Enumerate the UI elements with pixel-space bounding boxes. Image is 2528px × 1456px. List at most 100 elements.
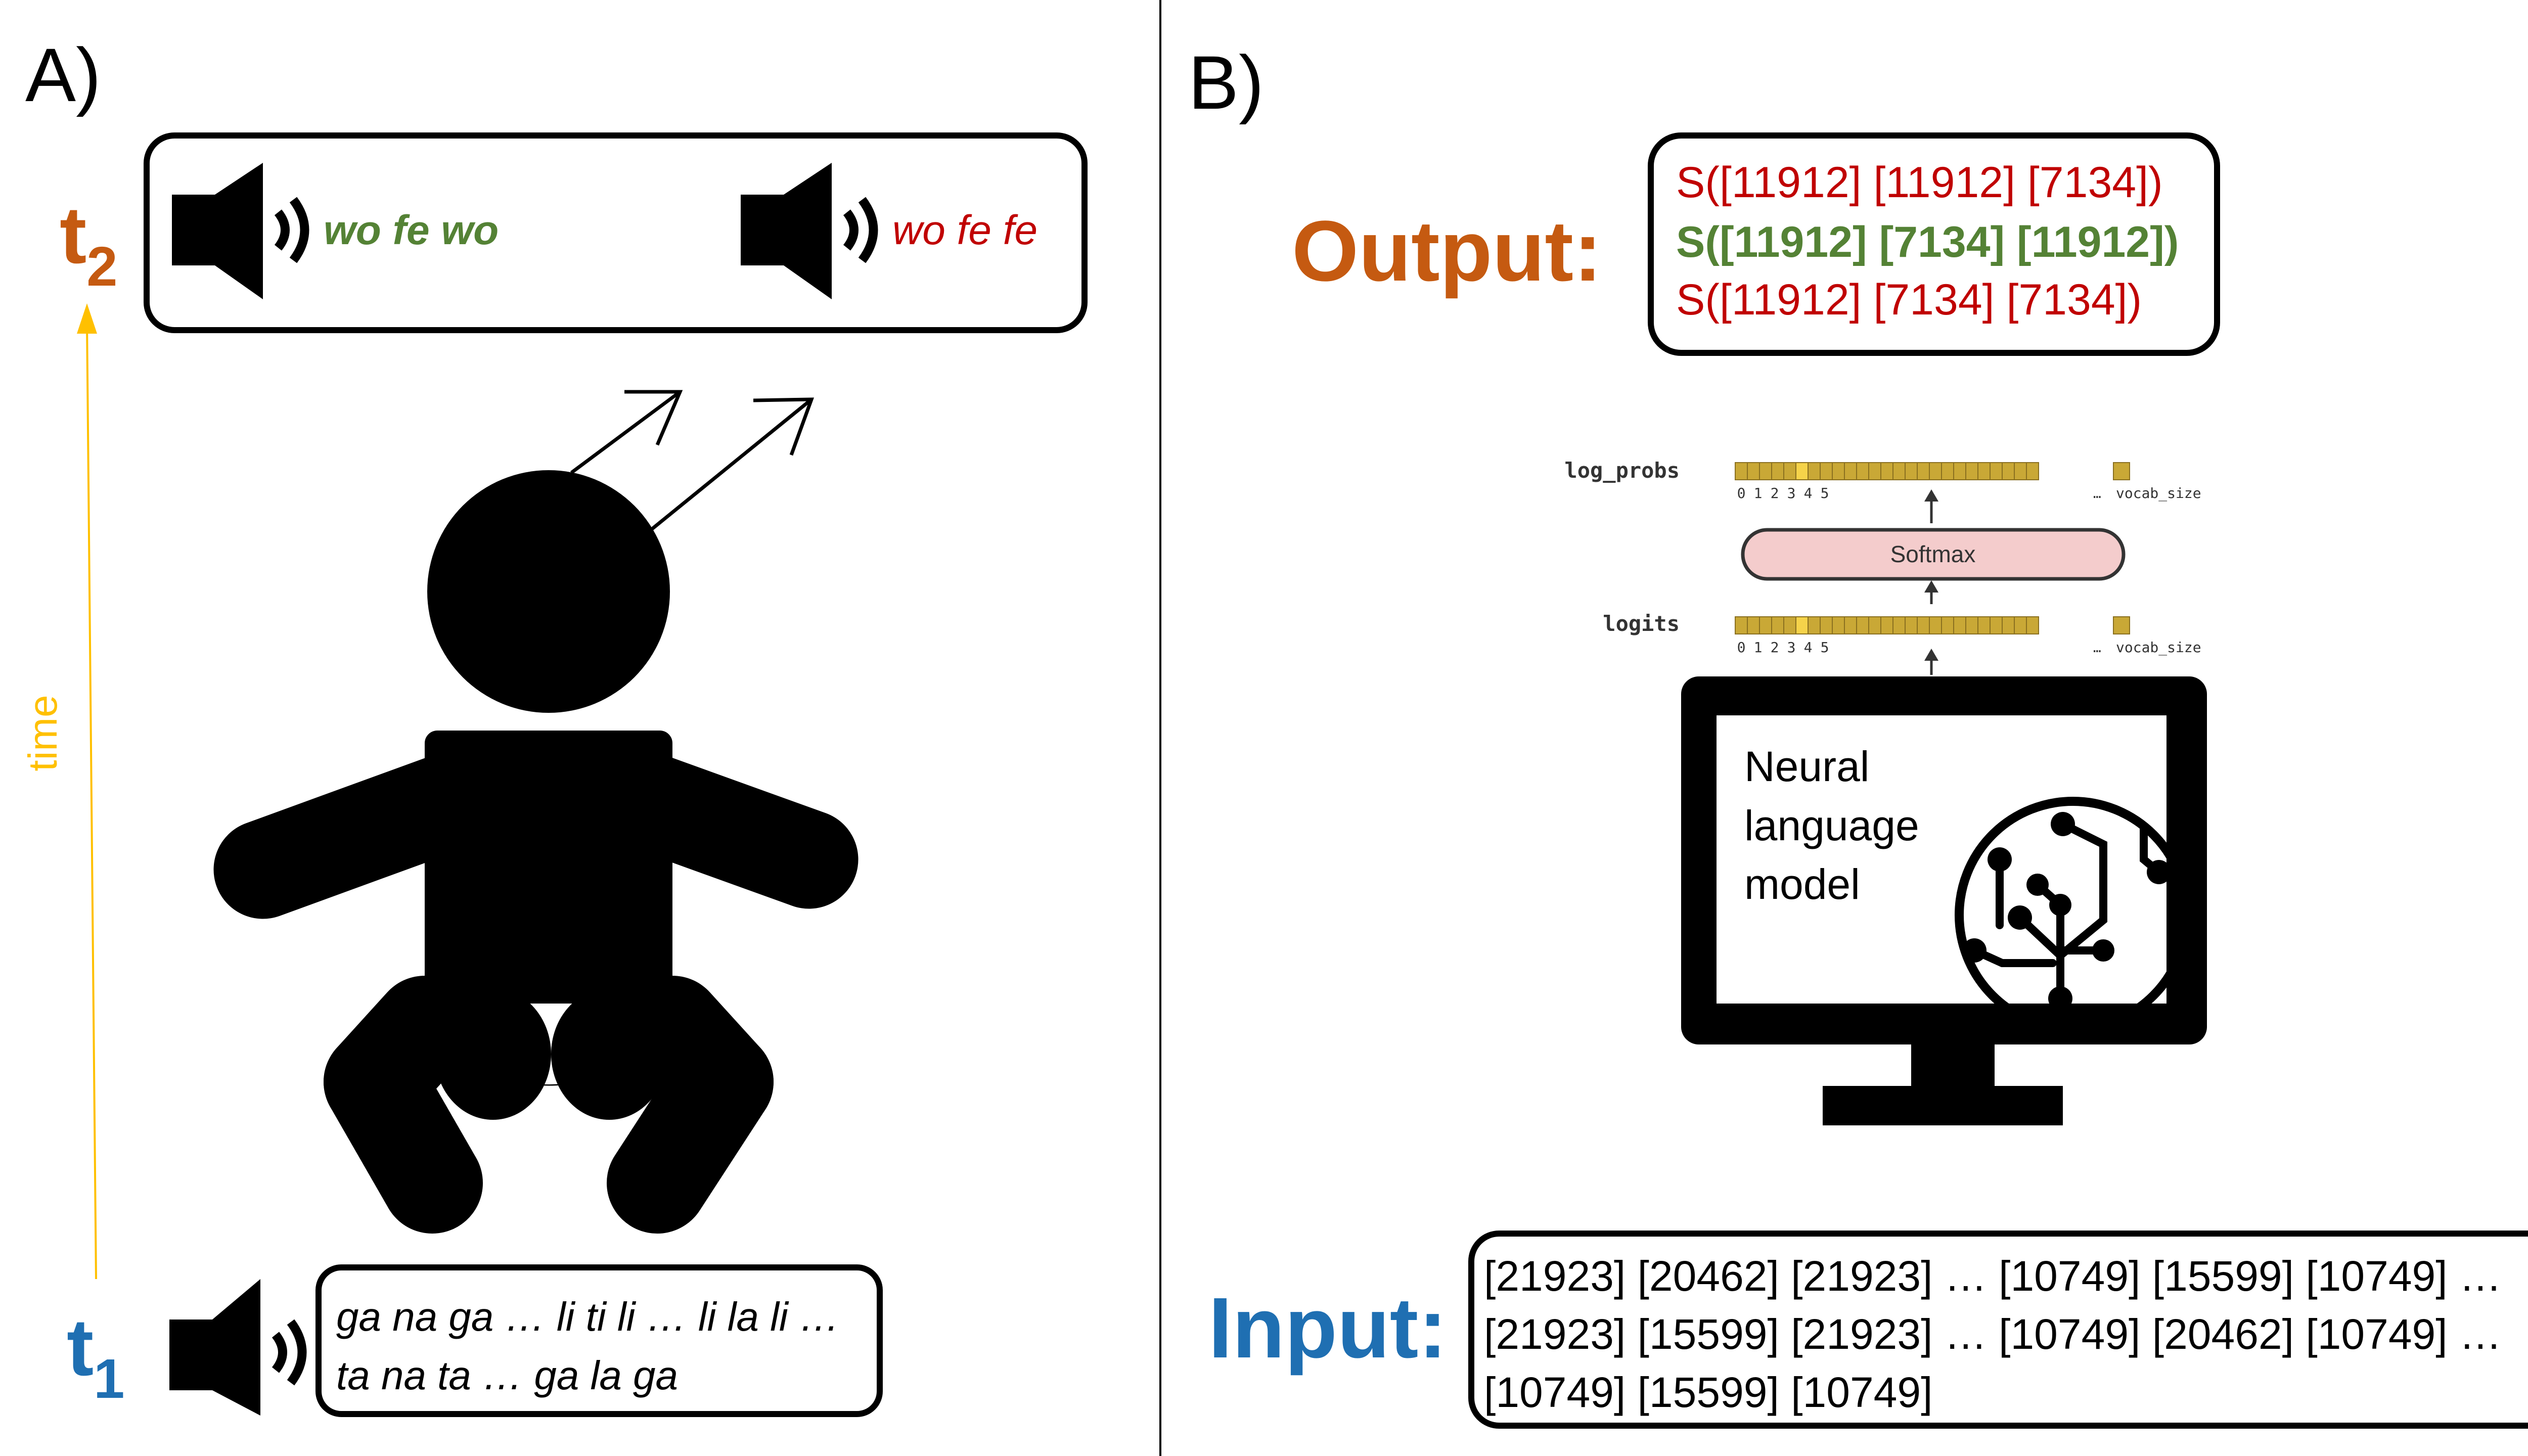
input-speech-line-2: ta na ta … ga la ga bbox=[336, 1353, 678, 1398]
vector-cell bbox=[1917, 462, 1930, 480]
input-label: Input: bbox=[1208, 1280, 1447, 1376]
vector-cell bbox=[1856, 616, 1869, 634]
speaker-icon bbox=[169, 1279, 307, 1416]
vector-cell bbox=[1917, 616, 1930, 634]
vector-cell bbox=[1953, 462, 1966, 480]
vector-cell bbox=[1880, 462, 1893, 480]
vector-cell bbox=[1953, 616, 1966, 634]
vector-cell bbox=[1820, 616, 1833, 634]
vector-index-label: 1 bbox=[1754, 639, 1763, 656]
output-sequence-1: S([11912] [11912] [7134]) bbox=[1676, 158, 2163, 207]
vector-index-label: 5 bbox=[1821, 485, 1829, 502]
vector-cell bbox=[1990, 616, 2003, 634]
vector-cell bbox=[1735, 616, 1748, 634]
vector-cell bbox=[1771, 616, 1784, 634]
vector-cell bbox=[1820, 462, 1833, 480]
vector-cell bbox=[1868, 462, 1881, 480]
speaker-icon bbox=[172, 163, 309, 299]
vector-cell bbox=[1844, 462, 1857, 480]
t2-subscript: 2 bbox=[86, 236, 117, 298]
output-speech-box bbox=[144, 132, 1088, 333]
log-probs-vocab-size: vocab_size bbox=[2116, 485, 2201, 502]
input-speech-line-1: ga na ga … li ti li … li la li … bbox=[336, 1294, 840, 1339]
vector-index-label: 0 bbox=[1737, 485, 1746, 502]
vector-cell bbox=[1856, 462, 1869, 480]
t1-letter: t bbox=[67, 1302, 94, 1392]
log-probs-vector bbox=[1735, 462, 2130, 480]
vector-cell bbox=[2014, 462, 2027, 480]
vector-cell bbox=[2014, 616, 2027, 634]
logits-ellipsis: … bbox=[2093, 641, 2101, 656]
panel-b-label: B) bbox=[1188, 40, 1264, 125]
time-label: time bbox=[20, 695, 65, 771]
vector-cell bbox=[1783, 616, 1796, 634]
vector-cell bbox=[1892, 616, 1906, 634]
time-axis-arrowhead bbox=[77, 303, 97, 334]
vector-cell bbox=[1771, 462, 1784, 480]
vector-index-label: 3 bbox=[1787, 485, 1796, 502]
baby-icon bbox=[213, 470, 859, 1234]
vector-cell bbox=[1892, 462, 1906, 480]
input-tokens-line-2: [21923] [15599] [21923] … [10749] [20462… bbox=[1484, 1310, 2502, 1358]
vector-cell bbox=[1747, 616, 1760, 634]
vector-index-label: 2 bbox=[1771, 485, 1779, 502]
logits-vector bbox=[1735, 616, 2130, 634]
vector-index-label: 0 bbox=[1737, 639, 1746, 656]
circuit-brain-icon bbox=[1955, 797, 2166, 1004]
input-speech-box bbox=[315, 1264, 883, 1417]
logits-label: logits bbox=[1603, 611, 1680, 636]
log-probs-label: log_probs bbox=[1564, 458, 1680, 483]
softmax-box bbox=[1741, 528, 2126, 581]
t2-label: t2 bbox=[60, 190, 117, 298]
input-tokens-line-1: [21923] [20462] [21923] … [10749] [15599… bbox=[1484, 1252, 2502, 1300]
vector-cell bbox=[1965, 462, 1978, 480]
log-probs-ellipsis: … bbox=[2093, 486, 2101, 502]
vector-cell bbox=[1783, 462, 1796, 480]
vector-index-label: 4 bbox=[1804, 485, 1813, 502]
vector-index-label: 3 bbox=[1787, 639, 1796, 656]
input-tokens-line-3: [10749] [15599] [10749] bbox=[1484, 1369, 1932, 1416]
input-tokens-box bbox=[1468, 1231, 2528, 1429]
vector-cell bbox=[1977, 616, 1991, 634]
vector-cell bbox=[1880, 616, 1893, 634]
vector-cell bbox=[1965, 616, 1978, 634]
vector-cell bbox=[1808, 616, 1821, 634]
output-label: Output: bbox=[1292, 203, 1602, 299]
vector-cell bbox=[1941, 616, 1954, 634]
t1-subscript: 1 bbox=[94, 1348, 124, 1410]
time-axis bbox=[86, 323, 97, 1280]
vector-last-cell bbox=[2113, 462, 2130, 480]
monitor-text-line-1: Neural bbox=[1744, 743, 1869, 790]
logits-vocab-size: vocab_size bbox=[2116, 639, 2201, 656]
vector-cell bbox=[2002, 462, 2015, 480]
vector-cell bbox=[2002, 616, 2015, 634]
vector-last-cell bbox=[2113, 616, 2130, 634]
speaker-icon bbox=[741, 163, 878, 299]
vector-cell bbox=[1868, 616, 1881, 634]
vector-cell bbox=[1832, 462, 1845, 480]
output-sequence-3: S([11912] [7134] [7134]) bbox=[1676, 276, 2142, 324]
vector-cell bbox=[1832, 616, 1845, 634]
t1-label: t1 bbox=[67, 1302, 124, 1410]
vector-cell bbox=[1795, 616, 1809, 634]
vector-cell bbox=[1941, 462, 1954, 480]
vector-cell bbox=[1844, 616, 1857, 634]
vector-cell bbox=[1905, 462, 1918, 480]
vector-cell bbox=[1759, 462, 1772, 480]
panel-a-label: A) bbox=[25, 32, 101, 117]
t2-letter: t bbox=[60, 190, 86, 280]
softmax-label: Softmax bbox=[1890, 541, 1976, 567]
vector-cell bbox=[2026, 462, 2039, 480]
monitor-text-line-3: model bbox=[1744, 860, 1860, 908]
vector-cell bbox=[1990, 462, 2003, 480]
grammatical-output-text: wo fe wo bbox=[324, 207, 499, 253]
ungrammatical-output-text: wo fe fe bbox=[892, 207, 1037, 253]
vector-index-label: 5 bbox=[1821, 639, 1829, 656]
vector-cell bbox=[1795, 462, 1809, 480]
vector-cell bbox=[1905, 616, 1918, 634]
monitor-text-line-2: language bbox=[1744, 802, 1919, 849]
vector-cell bbox=[1747, 462, 1760, 480]
